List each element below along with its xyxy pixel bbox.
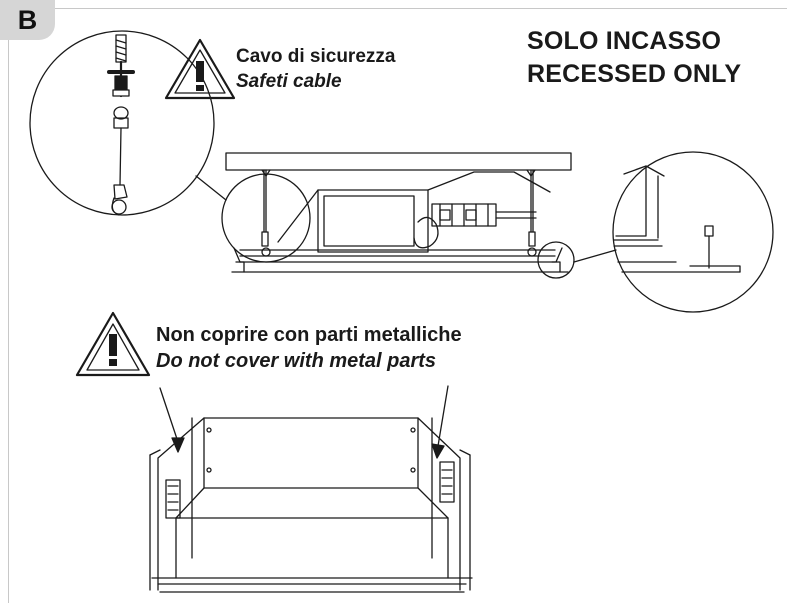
cable-warning-line1: Cavo di sicurezza bbox=[236, 46, 396, 67]
metal-warning-triangle-icon bbox=[75, 311, 151, 377]
cable-warning-line2: Safeti cable bbox=[236, 71, 342, 92]
metal-warning-line1: Non coprire con parti metalliche bbox=[156, 324, 462, 346]
page-frame bbox=[8, 8, 787, 603]
section-letter: B bbox=[17, 4, 38, 35]
ceiling-installation-view bbox=[221, 152, 572, 273]
safety-cable-detail-circle bbox=[29, 30, 227, 216]
cable-warning-triangle-icon bbox=[164, 38, 236, 100]
mounting-note: SOLO INCASSO RECESSED ONLY bbox=[527, 25, 741, 91]
cable-warning-label: Cavo di sicurezza Safeti cable bbox=[236, 44, 395, 94]
metal-warning-label: Non coprire con parti metalliche Do not … bbox=[156, 322, 462, 374]
recessed-fixture-view bbox=[149, 417, 473, 593]
metal-warning-line2: Do not cover with metal parts bbox=[156, 350, 437, 372]
mounting-note-line1: SOLO INCASSO bbox=[527, 27, 722, 55]
section-badge: B bbox=[0, 0, 55, 40]
recessed-edge-detail-circle bbox=[537, 151, 774, 313]
mounting-note-line2: RECESSED ONLY bbox=[527, 60, 742, 88]
